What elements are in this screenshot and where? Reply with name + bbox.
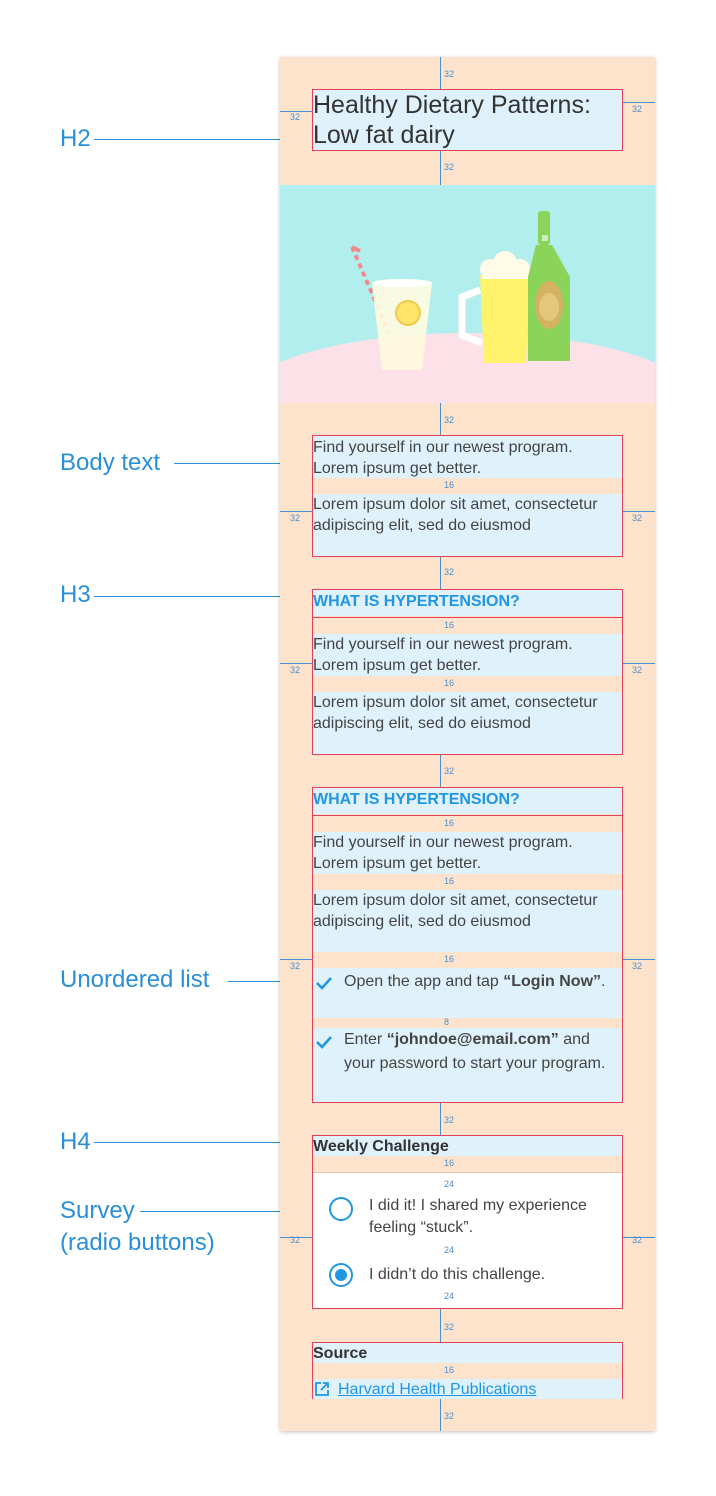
section-2-paragraph-1: Find yourself in our newest program. Lor… bbox=[313, 834, 573, 872]
spacing-marker bbox=[280, 663, 312, 664]
list-item: Enter “johndoe@email.com” and your passw… bbox=[344, 1028, 614, 1076]
section-2-paragraph-2: Lorem ipsum dolor sit amet, consectetur … bbox=[313, 892, 598, 930]
spacing-value: 16 bbox=[444, 876, 455, 886]
spacing-marker bbox=[623, 959, 655, 960]
intro-paragraph-2: Lorem ipsum dolor sit amet, consectetur … bbox=[313, 496, 598, 534]
spacing-marker bbox=[440, 403, 441, 435]
spacing-value: 16 bbox=[444, 678, 455, 688]
spacing-value: 32 bbox=[444, 69, 455, 79]
spacing-marker bbox=[623, 1237, 655, 1238]
spacing-value: 32 bbox=[444, 766, 455, 776]
spacing-value: 16 bbox=[444, 1365, 455, 1375]
spacing-value: 32 bbox=[632, 104, 643, 114]
drinks-illustration bbox=[280, 211, 655, 403]
external-link-icon bbox=[315, 1382, 329, 1396]
spacing-marker bbox=[623, 511, 655, 512]
spacing-marker bbox=[440, 57, 441, 89]
phone-screen: 32 32 32 Healthy Dietary Patterns: Low f… bbox=[280, 57, 655, 1431]
spacing-value: 32 bbox=[444, 1322, 455, 1332]
spacing-marker bbox=[280, 511, 312, 512]
annotation-line-h2 bbox=[94, 139, 312, 140]
weekly-challenge: Weekly Challenge 16 24 I did it! I share… bbox=[312, 1135, 623, 1309]
spacing-marker bbox=[623, 663, 655, 664]
spacing-value: 32 bbox=[290, 513, 301, 523]
section-2: WHAT IS HYPERTENSION? 16 Find yourself i… bbox=[312, 787, 623, 1103]
title-block: Healthy Dietary Patterns: Low fat dairy bbox=[312, 89, 623, 151]
spacing-value: 32 bbox=[444, 415, 455, 425]
spacing-marker bbox=[440, 557, 441, 589]
section-1-heading: WHAT IS HYPERTENSION? bbox=[313, 593, 520, 610]
spacing-value: 32 bbox=[290, 1235, 301, 1245]
spacing-value: 32 bbox=[444, 567, 455, 577]
annotation-h4: H4 bbox=[60, 1128, 91, 1155]
spacing-value: 32 bbox=[444, 1411, 455, 1421]
annotation-line-list bbox=[228, 981, 312, 982]
spacing-value: 32 bbox=[632, 513, 643, 523]
list-item-bold: “johndoe@email.com” bbox=[386, 1031, 559, 1048]
spacing-marker bbox=[440, 1103, 441, 1135]
spacing-value: 8 bbox=[444, 1017, 450, 1027]
section-2-heading: WHAT IS HYPERTENSION? bbox=[313, 791, 520, 808]
annotation-h2: H2 bbox=[60, 125, 91, 152]
annotation-body-text: Body text bbox=[60, 449, 161, 476]
radio-label-did-not[interactable]: I didn’t do this challenge. bbox=[369, 1266, 546, 1283]
list-item: Open the app and tap “Login Now”. bbox=[344, 970, 614, 994]
spacing-value: 32 bbox=[290, 665, 301, 675]
list-item-text: Enter bbox=[344, 1031, 387, 1048]
spacing-marker bbox=[280, 111, 312, 112]
list-item-text-end: . bbox=[601, 973, 606, 990]
radio-option-did-not[interactable] bbox=[329, 1263, 353, 1287]
annotation-line-body-text bbox=[174, 463, 312, 464]
spacing-value: 32 bbox=[444, 162, 455, 172]
annotation-line-survey bbox=[140, 1211, 326, 1212]
spacing-value: 32 bbox=[290, 112, 301, 122]
body-text-block: Find yourself in our newest program. Lor… bbox=[312, 435, 623, 557]
annotation-survey-sub: (radio buttons) bbox=[60, 1229, 215, 1256]
annotation-h3: H3 bbox=[60, 581, 91, 608]
spacing-marker bbox=[623, 102, 655, 103]
spacing-marker bbox=[440, 755, 441, 787]
annotation-line-h3 bbox=[94, 596, 312, 597]
section-1-paragraph-2: Lorem ipsum dolor sit amet, consectetur … bbox=[313, 694, 598, 732]
annotation-line-h4 bbox=[94, 1142, 312, 1143]
source-heading: Source bbox=[313, 1345, 368, 1362]
spacing-value: 24 bbox=[444, 1245, 455, 1255]
annotation-survey: Survey bbox=[60, 1197, 135, 1224]
spacing-value: 32 bbox=[632, 1235, 643, 1245]
page-title: Healthy Dietary Patterns: Low fat dairy bbox=[313, 91, 591, 149]
spacing-value: 32 bbox=[444, 1115, 455, 1125]
spacing-marker bbox=[440, 151, 441, 185]
spacing-marker bbox=[440, 1309, 441, 1342]
section-1: WHAT IS HYPERTENSION? 16 Find yourself i… bbox=[312, 589, 623, 755]
list-item-text: Open the app and tap bbox=[344, 973, 504, 990]
spacing-value: 24 bbox=[444, 1291, 455, 1301]
source-block: Source 16 Harvard Health Publications bbox=[312, 1342, 623, 1399]
spacing-value: 24 bbox=[444, 1179, 455, 1189]
list-item-text-end: and your password to start your program. bbox=[344, 1031, 606, 1072]
radio-option-did-it[interactable] bbox=[329, 1197, 353, 1221]
spacing-value: 16 bbox=[444, 480, 455, 490]
challenge-heading: Weekly Challenge bbox=[313, 1138, 449, 1155]
check-icon bbox=[316, 977, 332, 990]
spacing-marker bbox=[440, 1399, 441, 1431]
survey-card: 24 I did it! I shared my experience feel… bbox=[313, 1172, 622, 1308]
intro-paragraph-1: Find yourself in our newest program. Lor… bbox=[313, 439, 573, 477]
check-icon bbox=[316, 1036, 332, 1049]
spacing-value: 32 bbox=[632, 961, 643, 971]
spacing-value: 16 bbox=[444, 818, 455, 828]
spacing-value: 32 bbox=[632, 665, 643, 675]
annotation-unordered-list: Unordered list bbox=[60, 966, 210, 993]
hero-illustration bbox=[280, 185, 655, 403]
section-1-paragraph-1: Find yourself in our newest program. Lor… bbox=[313, 636, 573, 674]
spacing-value: 16 bbox=[444, 620, 455, 630]
spacing-marker bbox=[280, 959, 312, 960]
list-item-bold: “Login Now” bbox=[503, 973, 602, 990]
source-link[interactable]: Harvard Health Publications bbox=[338, 1381, 537, 1398]
radio-label-did-it[interactable]: I did it! I shared my experience feeling… bbox=[369, 1197, 587, 1236]
spacing-marker bbox=[280, 1237, 312, 1238]
spacing-value: 32 bbox=[290, 961, 301, 971]
spacing-value: 16 bbox=[444, 1158, 455, 1168]
spacing-value: 16 bbox=[444, 954, 455, 964]
